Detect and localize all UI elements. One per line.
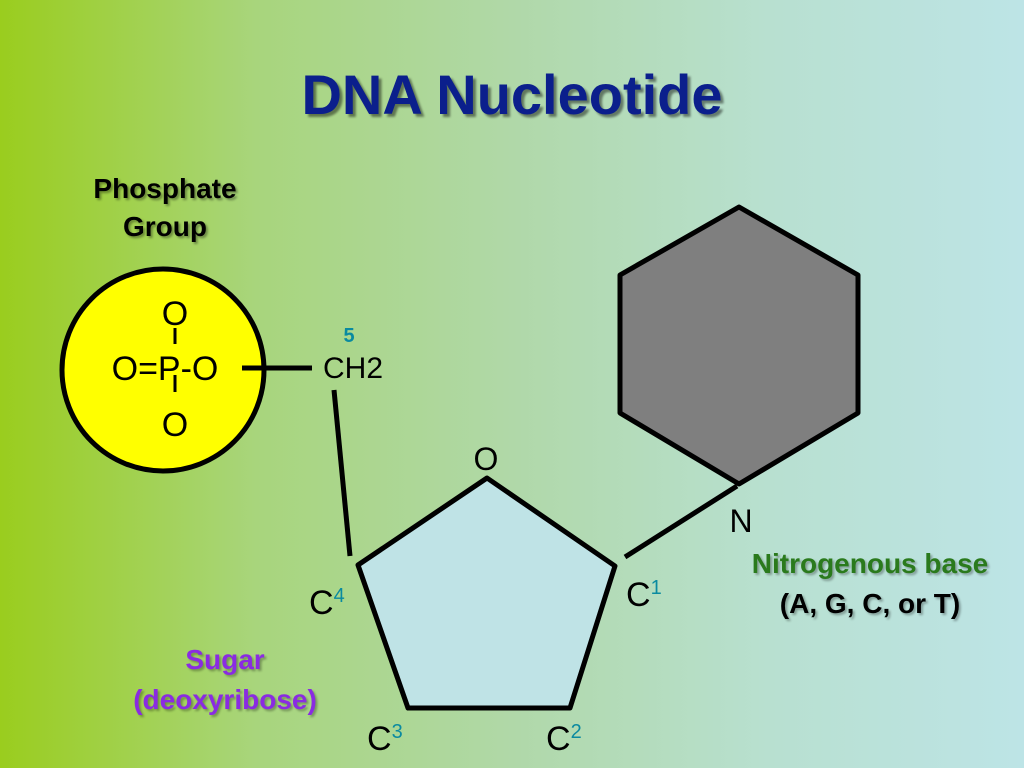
carbon-2-label: C2: [546, 720, 582, 758]
nitrogenous-base-ring: [617, 204, 861, 487]
phosphate-label-line2: Group: [123, 211, 207, 242]
carbon-2-symbol: C: [546, 720, 571, 758]
carbon-3-label: C3: [367, 720, 403, 758]
sugar-ring: [355, 475, 618, 711]
nitrogenous-base-label: Nitrogenous base (A, G, C, or T): [715, 544, 1024, 624]
carbon-1-label: C1: [626, 576, 662, 614]
carbon-1-number: 1: [651, 577, 662, 599]
carbon-4-number: 4: [334, 585, 345, 607]
carbon-3-number: 3: [392, 721, 403, 743]
carbon-1-symbol: C: [626, 576, 651, 614]
sugar-label-line1: Sugar: [185, 644, 265, 675]
phosphate-top-oxygen: O: [162, 295, 188, 333]
phosphate-group-label: Phosphate Group: [60, 170, 270, 246]
c1-n-bond: [623, 483, 739, 560]
sugar-label-line2: (deoxyribose): [133, 684, 317, 715]
phosphate-label-line1: Phosphate: [93, 173, 237, 204]
ch2-c4-bond: [331, 389, 353, 557]
base-label-line1: Nitrogenous base: [751, 548, 989, 579]
carbon-3-symbol: C: [367, 720, 392, 758]
carbon5-number: 5: [343, 325, 354, 347]
phosphate-bottom-oxygen: O: [162, 406, 188, 444]
carbon-4-symbol: C: [309, 584, 334, 622]
slide-title: DNA Nucleotide: [301, 63, 723, 126]
ch2-group: CH2: [323, 352, 383, 385]
ring-oxygen: O: [474, 441, 499, 477]
sugar-label: Sugar (deoxyribose): [90, 640, 360, 720]
base-nitrogen: N: [729, 503, 752, 539]
phosphate-formula: O=P-O: [112, 350, 219, 388]
carbon-2-number: 2: [571, 721, 582, 743]
base-label-line2: (A, G, C, or T): [779, 588, 961, 619]
carbon-4-label: C4: [309, 584, 345, 622]
